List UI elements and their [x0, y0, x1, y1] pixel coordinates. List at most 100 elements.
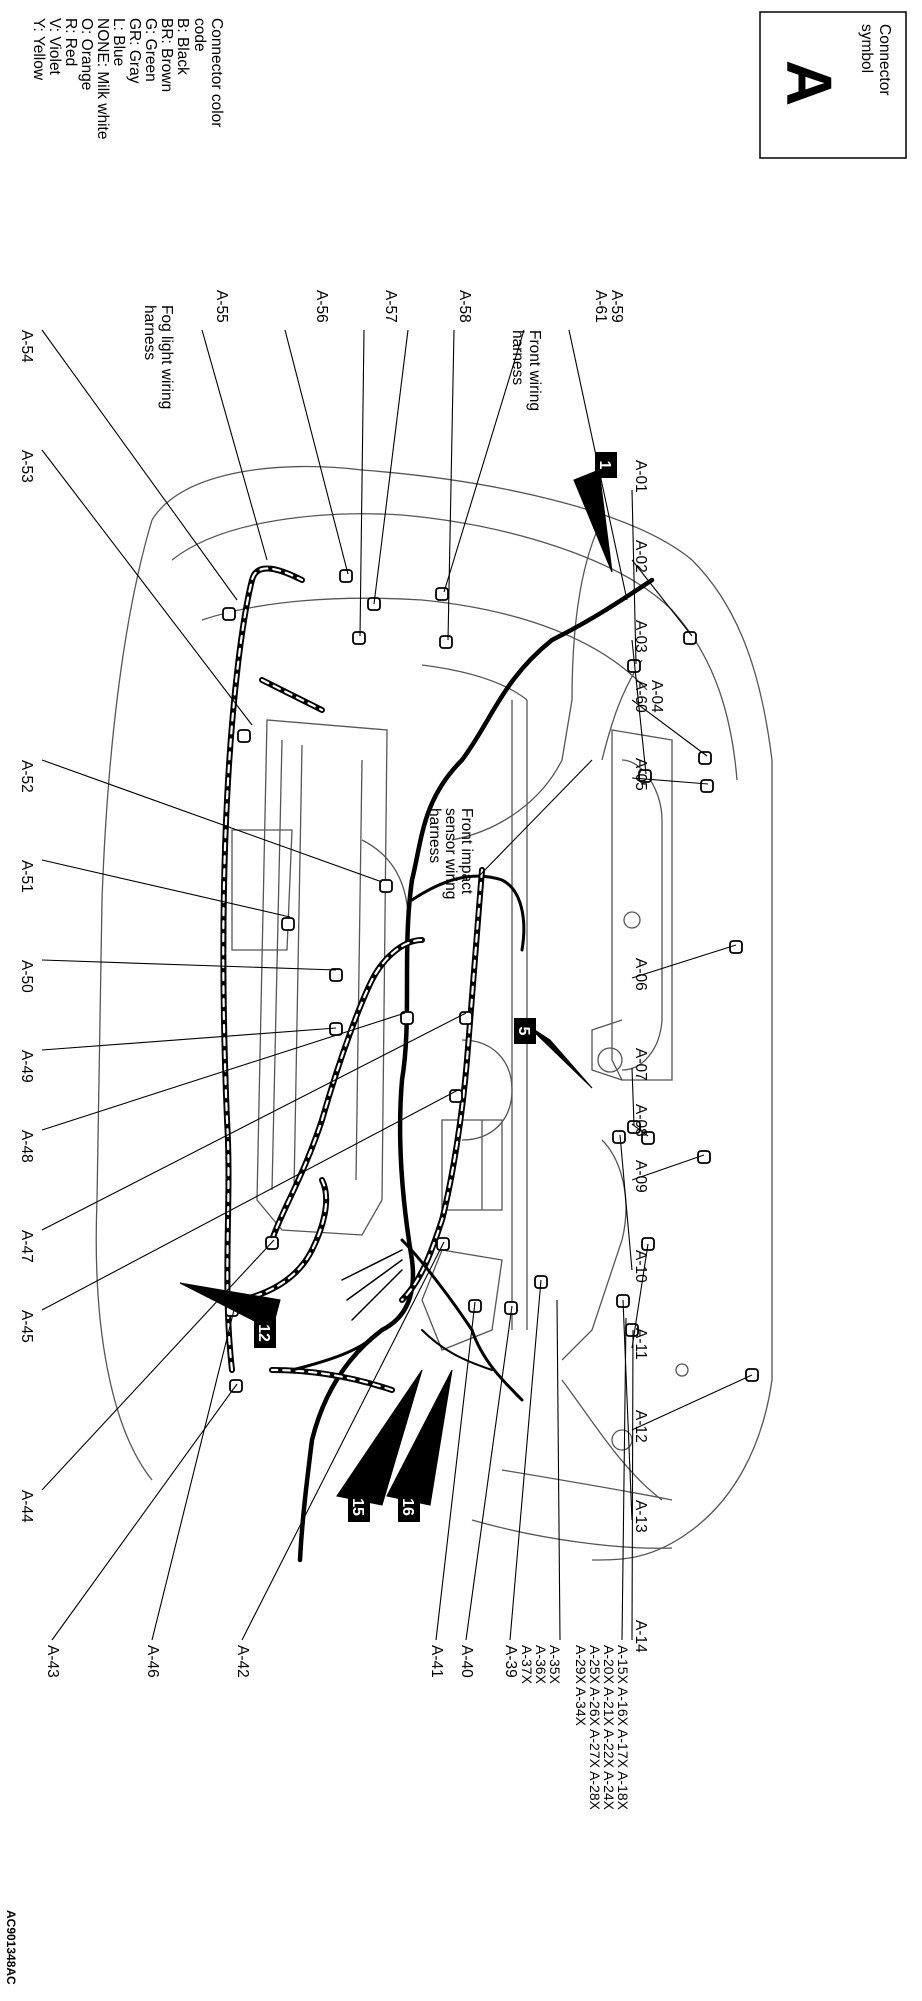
connector-label-a09: A-09	[632, 1160, 649, 1193]
badge-1-label: 1	[596, 461, 613, 470]
connector-label-a47: A-47	[18, 1230, 35, 1263]
connector-a59-61-marker	[435, 587, 449, 601]
connector-a02-marker	[683, 631, 697, 645]
connector-label-a50: A-50	[18, 960, 35, 993]
symbol-letter: A	[773, 60, 845, 106]
connector-a49-marker	[329, 1022, 343, 1036]
wiring-harnesses	[220, 565, 655, 1563]
legend-entry: NONE: Milk white	[94, 18, 111, 139]
leader-lines	[41, 329, 753, 1641]
connector-label-a41: A-41	[428, 1645, 445, 1678]
connector-label-a03: A-03	[632, 620, 649, 653]
badge-16: 16	[398, 1492, 420, 1522]
badge-5: 5	[514, 1018, 536, 1044]
connector-label-a42: A-42	[234, 1645, 251, 1678]
connector-label-a39: A-39	[502, 1645, 519, 1678]
connector-symbol-box: Connector symbol A	[759, 11, 907, 159]
connector-markers	[222, 569, 759, 1393]
legend-entry: L: Blue	[110, 18, 127, 66]
connector-label-a48: A-48	[18, 1130, 35, 1163]
connector-label-a40: A-40	[458, 1645, 475, 1678]
connector-label-a57: A-57	[382, 290, 399, 323]
connector-label-a12: A-12	[632, 1410, 649, 1443]
legend-entry: Y: Yellow	[30, 18, 47, 81]
fog-light-harness-label-line1: Fog light wiring	[158, 305, 175, 409]
connector-label-a51: A-51	[18, 860, 35, 893]
connector-a06-marker	[729, 940, 743, 954]
connector-label-a43: A-43	[44, 1645, 61, 1678]
legend-title-line1: Connector color	[208, 18, 225, 127]
connector-label-a10: A-10	[632, 1250, 649, 1283]
connector-a10-marker	[612, 1130, 626, 1144]
connector-label-a15x-group-line1: A-15X A-16X A-17X A-18X	[615, 1645, 631, 1811]
legend-entry: O: Orange	[78, 18, 95, 90]
connector-a04-60-marker	[698, 751, 712, 765]
harness-labels: Front wiring harness Fog light wiring ha…	[141, 305, 543, 899]
connector-label-a61: A-61	[592, 290, 609, 323]
legend-entry: BR: Brown	[158, 18, 175, 92]
legend-entry: G: Green	[142, 18, 159, 82]
reference-badges: 1 5 12 15 16	[254, 452, 617, 1522]
connector-label-a02: A-02	[632, 540, 649, 573]
legend-title-line2: code	[191, 18, 208, 52]
connector-label-a55: A-55	[213, 290, 230, 323]
connector-a54-marker	[222, 607, 236, 621]
symbol-caption-line1: Connector	[876, 24, 893, 96]
legend-entry: R: Red	[62, 18, 79, 66]
front-wiring-harness-label-line2: harness	[509, 330, 526, 385]
badge-12-label: 12	[255, 1324, 272, 1342]
connector-label-a59: A-59	[608, 290, 625, 323]
badge-15: 15	[348, 1492, 370, 1522]
connector-a56-marker	[352, 631, 366, 645]
fog-light-harness-label-line2: harness	[141, 305, 158, 360]
connector-a58-marker	[439, 635, 453, 649]
connector-label-a07: A-07	[632, 1048, 649, 1081]
connector-label-a37x: A-37X	[519, 1645, 535, 1685]
connector-label-a01: A-01	[632, 460, 649, 493]
vehicle-body-outline	[95, 465, 773, 1561]
connector-a05-marker	[700, 779, 714, 793]
badge-5-label: 5	[515, 1027, 532, 1036]
connector-label-a36x: A-36X	[533, 1645, 549, 1685]
connector-label-a45: A-45	[18, 1310, 35, 1343]
legend-entry: B: Black	[174, 18, 191, 75]
connector-label-a49: A-49	[18, 1050, 35, 1083]
connector-label-a04: A-04	[648, 680, 665, 713]
connector-a50-marker	[329, 968, 343, 982]
connector-label-a52: A-52	[18, 760, 35, 793]
connector-a52-marker	[379, 879, 393, 893]
front-impact-harness-label-line1: Front impact	[458, 808, 475, 895]
connector-label-a15x-group-line2: A-20X A-21X A-22X A-24X	[601, 1645, 617, 1811]
connector-label-a11: A-11	[632, 1328, 649, 1360]
connector-a51-marker	[281, 917, 295, 931]
connector-label-a05: A-05	[632, 758, 649, 791]
connector-label-a58: A-58	[456, 290, 473, 323]
connector-label-a35x: A-35X	[547, 1645, 563, 1685]
connector-label-a53: A-53	[18, 450, 35, 483]
front-impact-harness-label-line3: harness	[426, 808, 443, 863]
front-wiring-harness-label-line1: Front wiring	[526, 330, 543, 411]
symbol-frame	[759, 11, 907, 159]
symbol-caption-line2: symbol	[858, 24, 875, 73]
connector-labels: A-59 A-61 A-58 A-57 A-56 A-55 A-54 A-53 …	[18, 290, 665, 1811]
connector-label-a56: A-56	[313, 290, 330, 323]
connector-a47-marker	[459, 1011, 473, 1025]
connector-label-a54: A-54	[18, 330, 35, 363]
connector-a55-marker	[339, 569, 353, 583]
badge-12: 12	[254, 1318, 276, 1348]
connector-label-a13: A-13	[632, 1500, 649, 1533]
connector-label-a15x-group-line3: A-25X A-26X A-27X A-28X	[587, 1645, 603, 1811]
badge-15-label: 15	[349, 1498, 366, 1516]
connector-a45-marker	[449, 1089, 463, 1103]
connector-label-a46: A-46	[144, 1645, 161, 1678]
connector-a08-marker	[641, 1131, 655, 1145]
badge-16-label: 16	[399, 1498, 416, 1516]
connector-label-a14: A-14	[632, 1620, 649, 1653]
legend-entry: GR: Gray	[126, 18, 143, 84]
connector-label-a15x-group-line4: A-29X A-34X	[573, 1645, 589, 1727]
legend-entry: V: Violet	[46, 18, 63, 76]
connector-label-a08: A-08	[632, 1104, 649, 1137]
